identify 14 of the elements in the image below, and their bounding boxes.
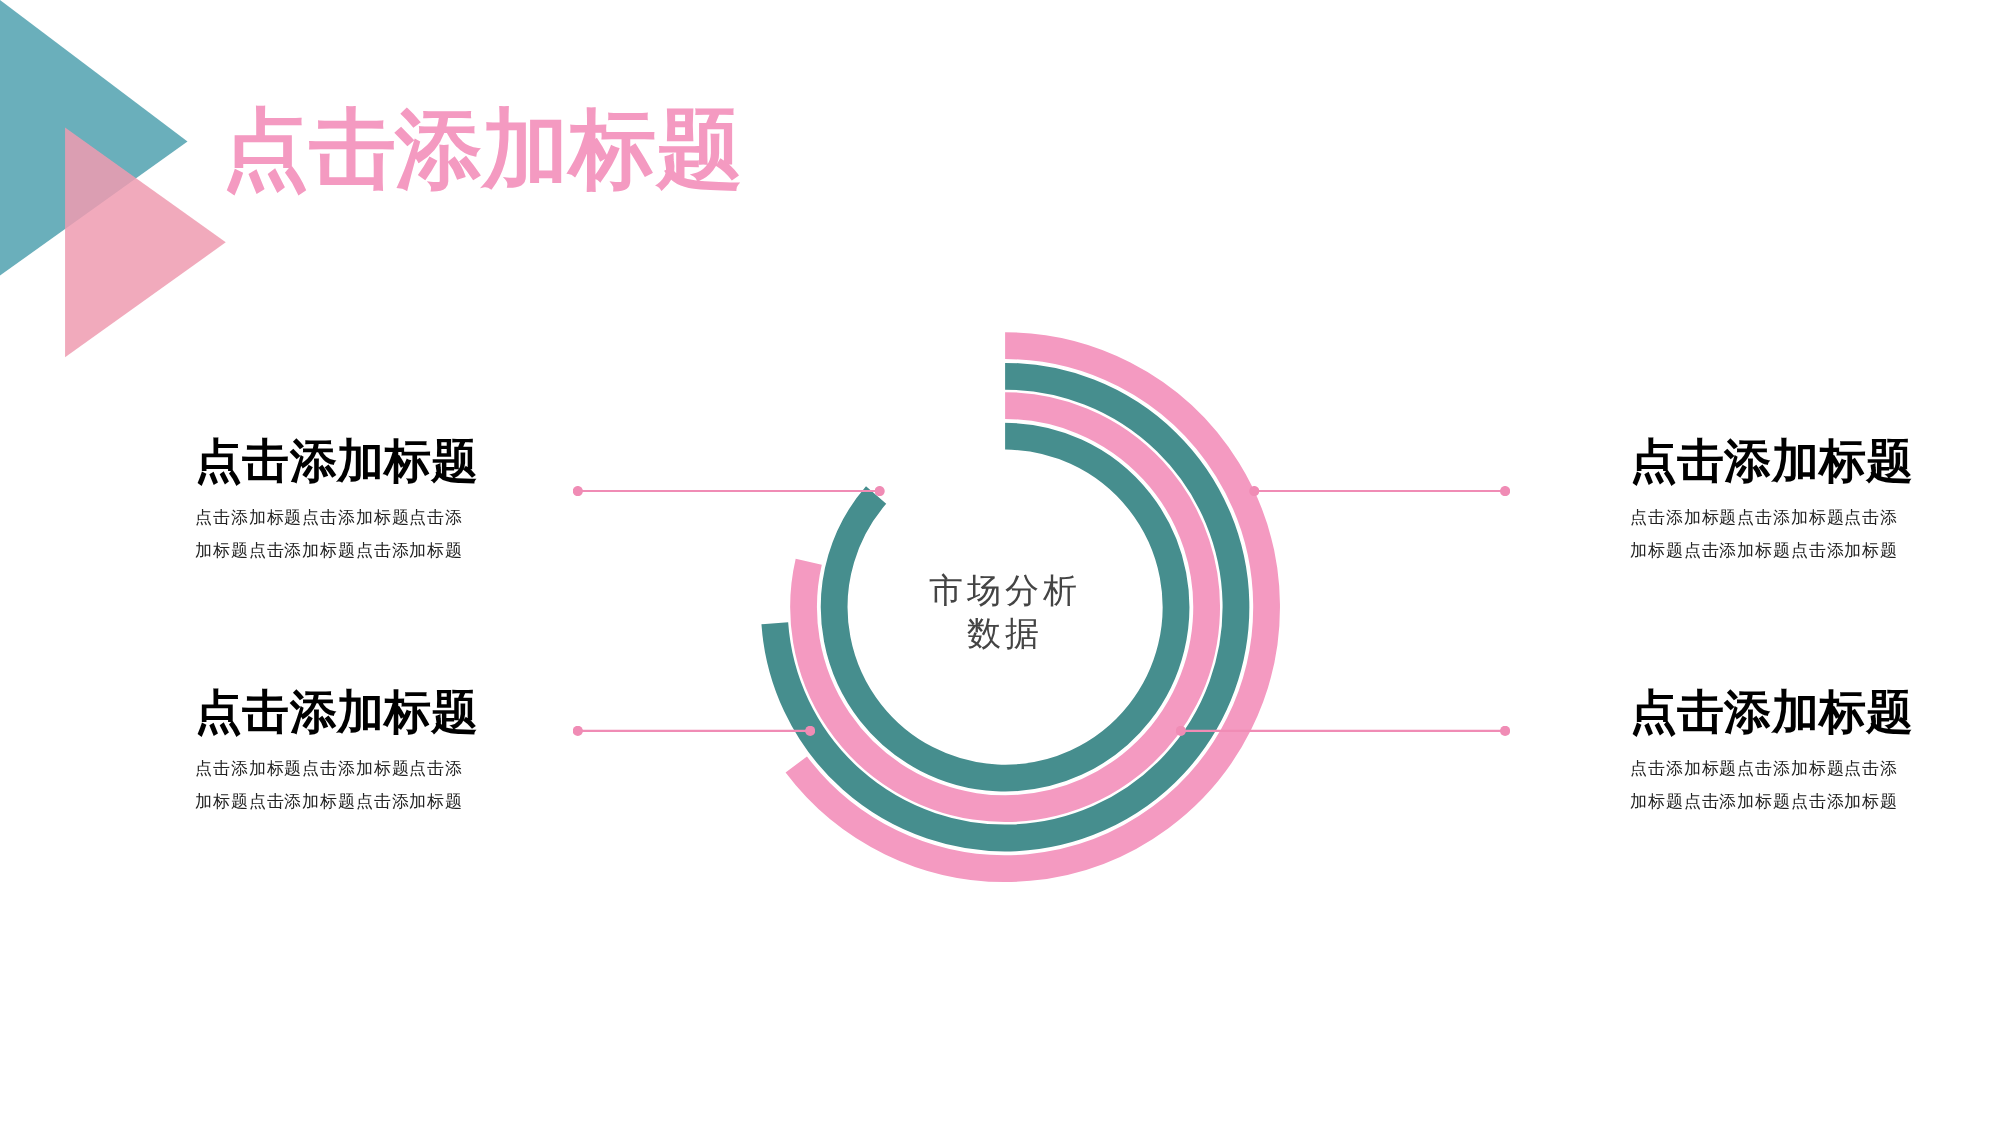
item-description: 点击添加标题点击添加标题点击添加标题点击添加标题点击添加标题 — [1630, 505, 1899, 562]
item-description: 点击添加标题点击添加标题点击添加标题点击添加标题点击添加标题 — [195, 756, 464, 814]
item-description: 点击添加标题点击添加标题点击添加标题点击添加标题点击添加标题 — [195, 505, 464, 562]
leader-line — [1175, 725, 1511, 736]
item-heading: 点击添加标题 — [195, 684, 479, 742]
leader-line — [572, 485, 885, 497]
leader-line — [572, 725, 816, 736]
leader-line — [1249, 485, 1511, 497]
slide-title: 点击添加标题 — [221, 97, 743, 201]
center-label: 市场分析数据 — [927, 569, 1083, 656]
item-heading: 点击添加标题 — [1630, 684, 1914, 742]
item-description: 点击添加标题点击添加标题点击添加标题点击添加标题点击添加标题 — [1630, 756, 1899, 814]
item-heading: 点击添加标题 — [195, 433, 479, 490]
item-heading: 点击添加标题 — [1630, 433, 1914, 490]
